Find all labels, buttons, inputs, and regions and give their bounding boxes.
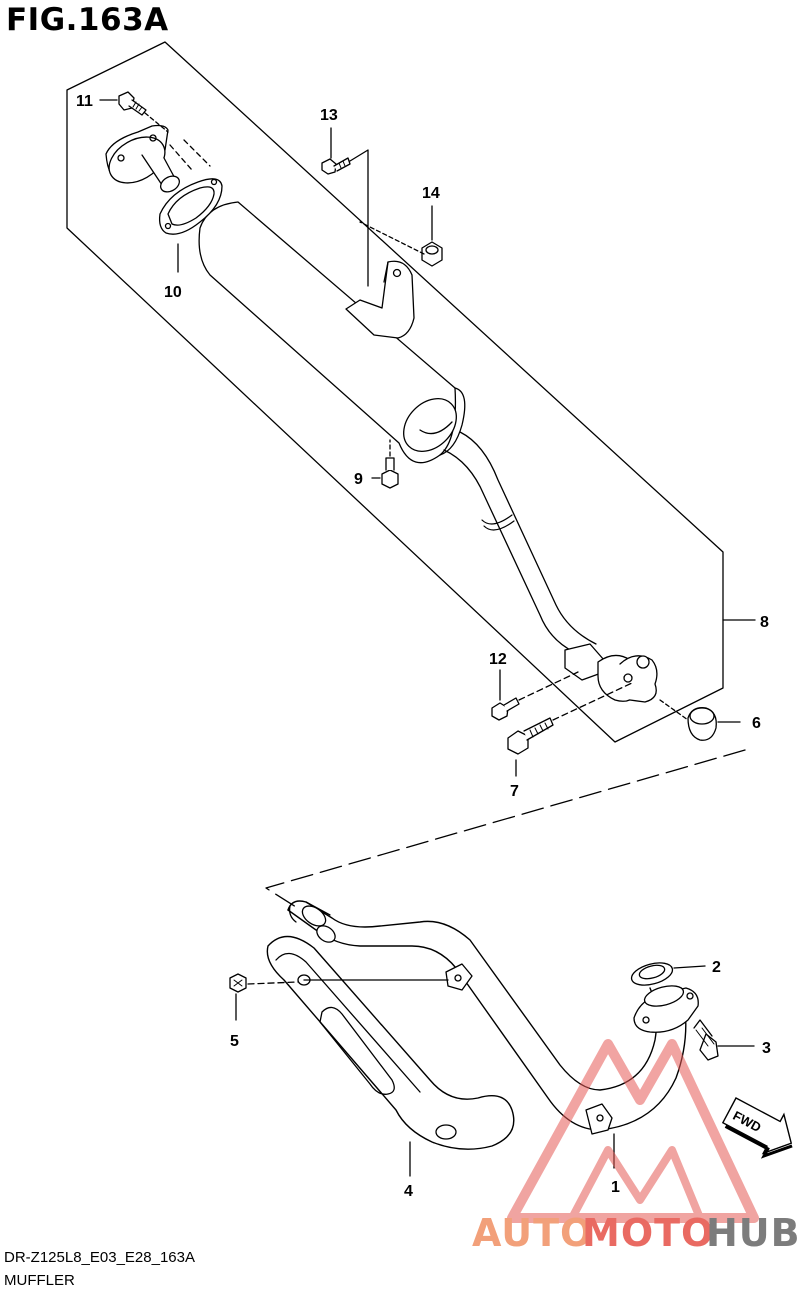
bolt-icon [229, 973, 299, 1021]
watermark-part-auto: AUTO [472, 1211, 593, 1255]
callout-4: 4 [404, 1183, 413, 1200]
diagram-name: MUFFLER [4, 1272, 75, 1289]
callout-8: 8 [760, 614, 769, 631]
callout-13: 13 [320, 107, 338, 124]
exhaust-pipe-icon [287, 900, 699, 1135]
figure-title: FIG.163A [6, 2, 169, 38]
callout-5: 5 [230, 1033, 239, 1050]
callout-7: 7 [510, 783, 519, 800]
muffler-icon [198, 201, 658, 703]
assembly-outline [66, 41, 724, 743]
connector-line [265, 749, 746, 908]
watermark-part-hub: HUB [706, 1211, 800, 1255]
bolt-icon [321, 149, 369, 287]
gasket-icon [158, 178, 223, 235]
flange-icon [105, 124, 211, 193]
fwd-arrow-icon: FWD [721, 1097, 793, 1159]
callout-10: 10 [164, 284, 182, 301]
bolt-icon [693, 1019, 755, 1061]
watermark-text: AUTO MOTO HUB [472, 1211, 800, 1255]
bolt-icon [491, 671, 579, 721]
callout-6: 6 [752, 715, 761, 732]
nut-icon [359, 221, 443, 267]
bolt-icon [507, 682, 633, 755]
callout-11: 11 [76, 93, 93, 110]
callout-9: 9 [354, 471, 363, 488]
grommet-icon [659, 699, 717, 741]
diagram-code: DR-Z125L8_E03_E28_163A [4, 1249, 195, 1266]
gasket-icon [630, 962, 706, 986]
callout-12: 12 [489, 651, 507, 668]
heat-shield-icon [266, 935, 515, 1150]
watermark-part-moto: MOTO [582, 1211, 714, 1255]
automotohub-logo-icon [507, 1039, 759, 1223]
callout-1: 1 [611, 1179, 620, 1196]
bolt-icon [118, 91, 169, 133]
callout-14: 14 [422, 185, 440, 202]
callout-3: 3 [762, 1040, 771, 1057]
callout-2: 2 [712, 959, 721, 976]
bolt-icon [381, 439, 399, 489]
